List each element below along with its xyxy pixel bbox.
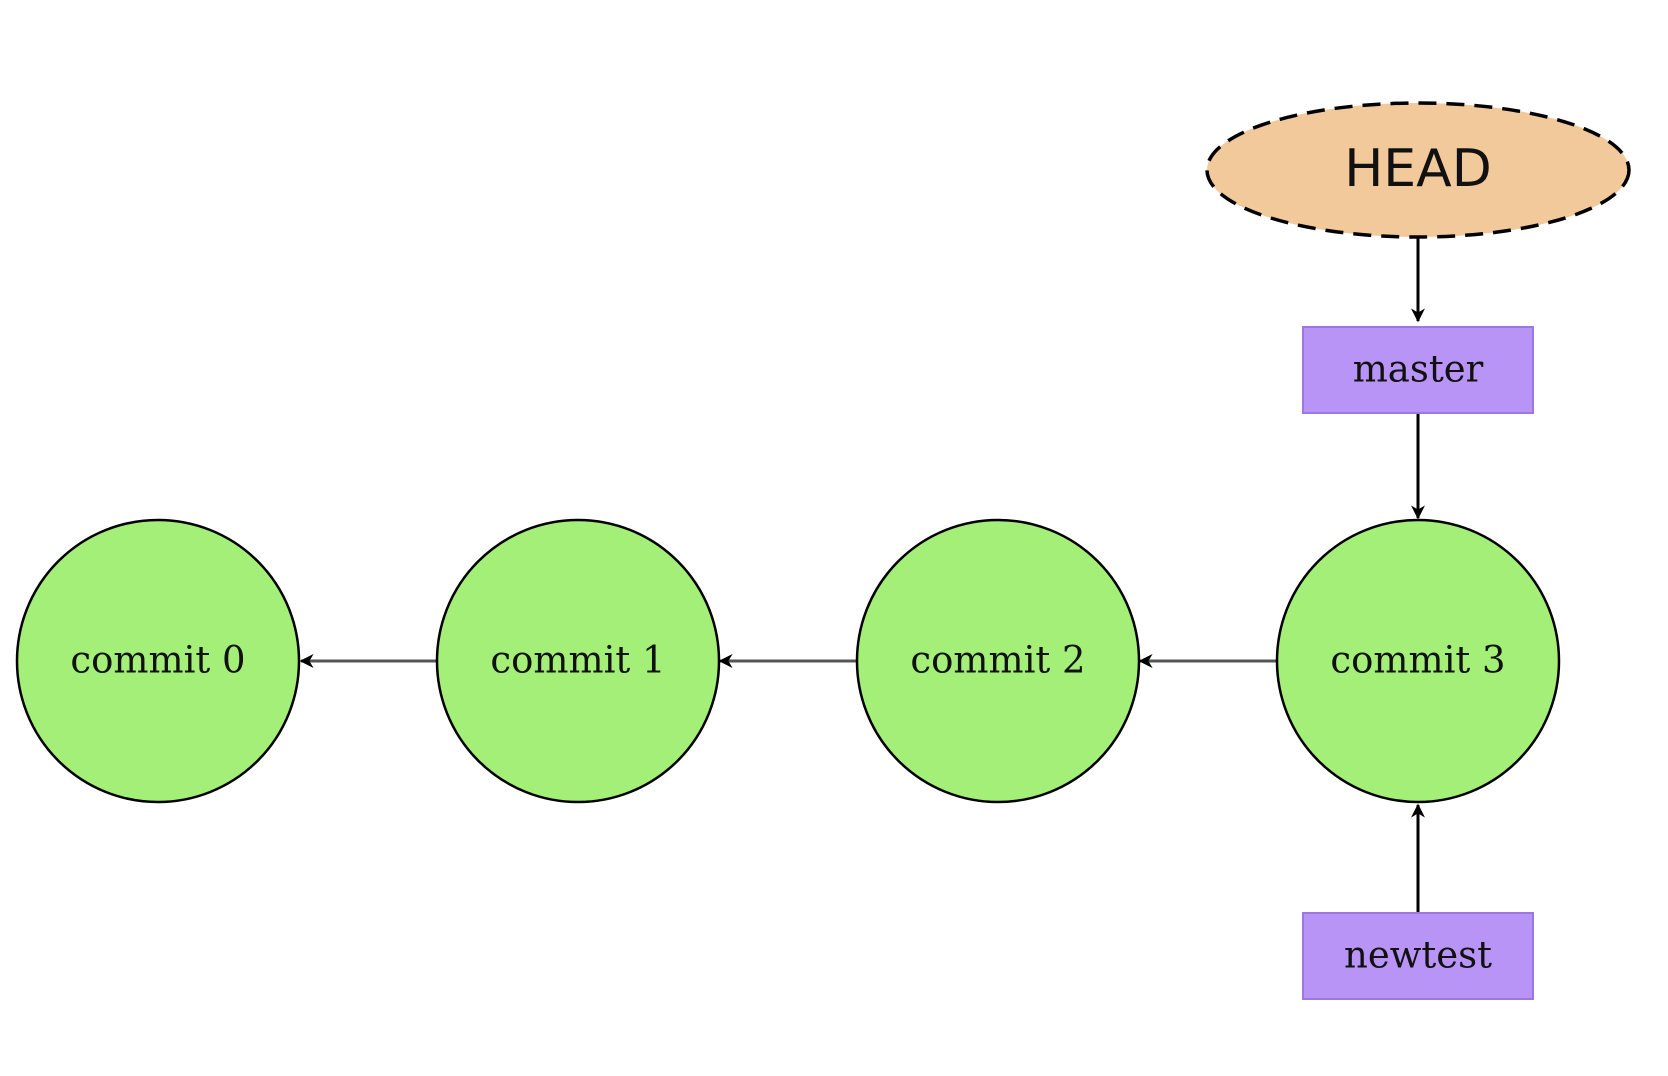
commit-node-3: commit 3	[1275, 518, 1561, 804]
commit-circle-1	[435, 518, 721, 804]
commit-circle-0	[15, 518, 301, 804]
commit-label-1: commit 1	[490, 639, 665, 682]
commit-node-2: commit 2	[855, 518, 1141, 804]
branch-master-label: master	[1353, 348, 1484, 391]
head-label: HEAD	[1344, 139, 1492, 199]
commit-circle-2	[855, 518, 1141, 804]
commit-node-1: commit 1	[435, 518, 721, 804]
branch-newtest: newtest	[1302, 912, 1534, 1000]
branch-master: master	[1302, 326, 1534, 414]
branch-newtest-box	[1302, 912, 1534, 1000]
head-node: HEAD	[1205, 101, 1631, 239]
commit-label-2: commit 2	[910, 639, 1085, 682]
commit-label-3: commit 3	[1330, 639, 1505, 682]
commit-label-0: commit 0	[70, 639, 245, 682]
head-ellipse	[1205, 101, 1631, 239]
branch-master-box	[1302, 326, 1534, 414]
commit-node-0: commit 0	[15, 518, 301, 804]
branch-newtest-label: newtest	[1344, 934, 1492, 977]
commit-circle-3	[1275, 518, 1561, 804]
